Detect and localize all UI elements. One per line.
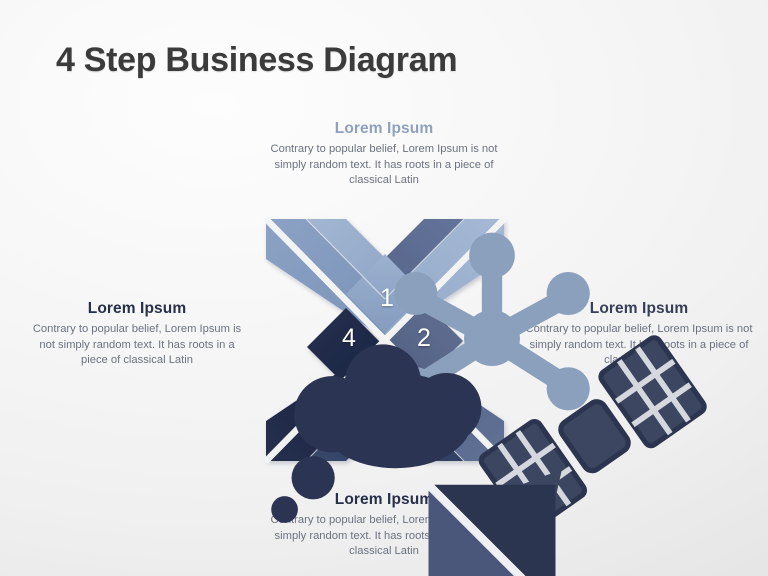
step-body-top: Contrary to popular belief, Lorem Ipsum … [270, 143, 498, 186]
x-diagram: 1 2 3 4 [256, 205, 707, 576]
page-title: 4 Step Business Diagram [56, 41, 458, 79]
center-wedge-1 [346, 254, 424, 333]
step-text-block-top: Lorem Ipsum Contrary to popular belief, … [268, 120, 500, 189]
step-heading-right: Lorem Ipsum [589, 300, 689, 317]
step-text-block-left: Lorem Ipsum Contrary to popular belief, … [28, 300, 246, 369]
molecule-icon [365, 205, 590, 411]
step-heading-top: Lorem Ipsum [334, 120, 434, 137]
thought-bubble-icon [256, 313, 482, 523]
satellite-dish-icon [365, 428, 556, 576]
step-body-left: Contrary to popular belief, Lorem Ipsum … [32, 323, 242, 366]
step-heading-bottom: Lorem Ipsum [334, 491, 434, 508]
step-heading-left: Lorem Ipsum [87, 300, 187, 317]
